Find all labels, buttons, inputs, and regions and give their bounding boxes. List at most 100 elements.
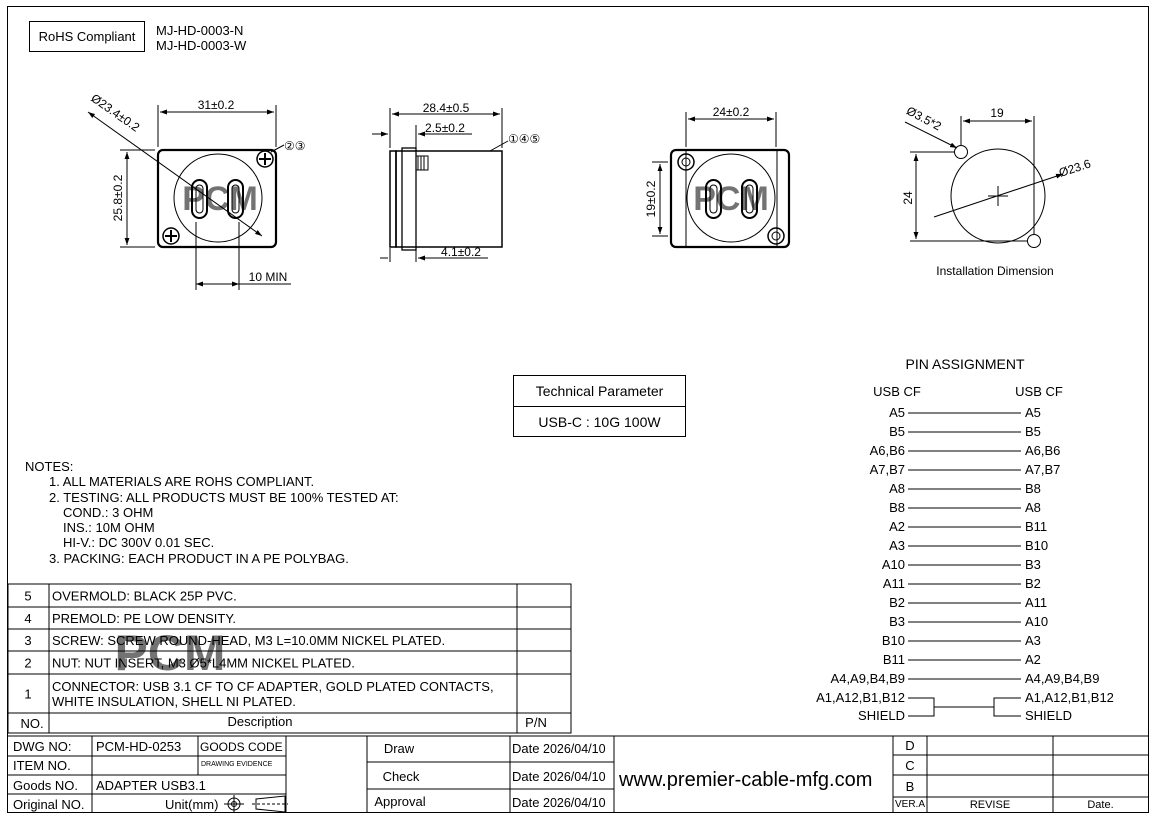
draw-label: Draw — [383, 741, 415, 756]
pin-left-label: A3 — [889, 538, 905, 553]
pin-right-label: B3 — [1025, 557, 1041, 572]
bom-item-description: CONNECTOR: USB 3.1 CF TO CF ADAPTER, GOL… — [52, 679, 494, 709]
bom-item-no: 4 — [24, 611, 31, 626]
bom-header-desc: Description — [227, 714, 292, 729]
bom-table-lines — [7, 583, 572, 734]
note-line: INS.: 10M OHM — [63, 520, 155, 536]
part-number-1: MJ-HD-0003-N — [156, 23, 244, 38]
bom-item-description: SCREW: SCREW ROUND-HEAD, M3 L=10.0MM NIC… — [52, 633, 445, 648]
pin-left-label: A10 — [882, 557, 905, 572]
pin-group-left-2: SHIELD — [858, 708, 905, 723]
note-line: 3. PACKING: EACH PRODUCT IN A PE POLYBAG… — [49, 550, 349, 566]
pin-right-label: A4,A9,B4,B9 — [1025, 671, 1099, 686]
pin-group-shield — [908, 697, 1021, 717]
pin-right-label: A11 — [1025, 595, 1047, 610]
revision-d: D — [905, 738, 915, 753]
goods-no-label: Goods NO. — [13, 778, 79, 793]
ver-label: VER.A — [894, 799, 925, 810]
notes-title: NOTES: — [25, 459, 74, 474]
note-line: HI-V.: DC 300V 0.01 SEC. — [63, 535, 215, 551]
approval-label: Approval — [374, 794, 426, 809]
pin-right-label: B2 — [1025, 576, 1041, 591]
website-link[interactable]: www.premier-cable-mfg.com — [619, 769, 873, 791]
watermark: PCM — [693, 180, 769, 218]
note-line: COND.: 3 OHM — [63, 504, 154, 520]
date-label-approval: Date — [512, 795, 540, 810]
front-height-dim: 25.8±0.2 — [111, 174, 125, 221]
bom-item-description: PREMOLD: PE LOW DENSITY. — [52, 611, 236, 626]
pin-right-label: B11 — [1025, 519, 1047, 534]
pin-assignment-title: PIN ASSIGNMENT — [905, 356, 1024, 372]
watermarks: PCM PCM PCM — [114, 180, 768, 681]
rear-height-dim: 19±0.2 — [644, 180, 658, 217]
watermark: PCM — [114, 625, 225, 681]
note-line: 2. TESTING: ALL PRODUCTS MUST BE 100% TE… — [49, 489, 399, 505]
bom-rows: 5 OVERMOLD: BLACK 25P PVC. 4 PREMOLD: PE LO… — [24, 589, 493, 710]
side-bottom-dim: 4.1±0.2 — [441, 245, 481, 259]
pin-left-label: B11 — [883, 652, 905, 667]
pin-left-label: A11 — [883, 576, 905, 591]
bom-header-pn: P/N — [525, 715, 547, 730]
pin-right-label: A5 — [1025, 405, 1041, 420]
pin-right-label: A6,B6 — [1025, 443, 1060, 458]
side-view — [372, 108, 509, 262]
date-approval: 2026/04/10 — [543, 796, 606, 810]
front-min-dim: 10 MIN — [249, 270, 288, 284]
part-number-2: MJ-HD-0003-W — [156, 38, 247, 53]
rohs-badge: RoHS Compliant — [29, 21, 145, 52]
pin-left-label: B3 — [889, 614, 905, 629]
date-label-draw: Date — [512, 741, 540, 756]
installation-view — [904, 116, 1064, 248]
front-callout: ②③ — [284, 139, 306, 153]
revise-label: REVISE — [969, 799, 1011, 811]
pin-right-header: USB CF — [1015, 384, 1063, 399]
inst-diameter-dim: Ø23.6 — [1057, 156, 1093, 180]
side-callout: ①④⑤ — [508, 132, 540, 146]
technical-parameter-box: Technical Parameter USB-C : 10G 100W — [513, 375, 686, 437]
unit-label: Unit(mm) — [165, 797, 219, 812]
revision-b: B — [905, 779, 915, 794]
bom-item-no: 2 — [24, 656, 31, 671]
pin-right-label: B8 — [1025, 481, 1041, 496]
rear-view — [652, 112, 791, 249]
revision-c: C — [905, 758, 915, 773]
watermark: PCM — [182, 180, 258, 218]
pin-left-label: A7,B7 — [870, 462, 905, 477]
pin-left-label: B10 — [882, 633, 905, 648]
pin-left-label: B5 — [889, 424, 905, 439]
pin-right-label: A7,B7 — [1025, 462, 1060, 477]
pin-right-label: A3 — [1025, 633, 1041, 648]
pin-group-left-1: A1,A12,B1,B12 — [816, 690, 905, 705]
dwg-no-label: DWG NO: — [13, 739, 72, 754]
drawing-evidence-label: DRAWING EVIDENCE — [201, 761, 273, 768]
bom-item-description: OVERMOLD: BLACK 25P PVC. — [52, 589, 237, 604]
date-check: 2026/04/10 — [543, 770, 606, 784]
pin-left-label: B2 — [889, 595, 905, 610]
goods-no-value: ADAPTER USB3.1 — [96, 778, 206, 793]
side-flange-dim: 2.5±0.2 — [425, 121, 465, 135]
technical-parameter-value: USB-C : 10G 100W — [514, 406, 685, 437]
pin-group-right-2: SHIELD — [1025, 708, 1072, 723]
pin-left-label: B8 — [889, 500, 905, 515]
original-no-label: Original NO. — [13, 797, 85, 812]
inst-width-dim: 19 — [990, 106, 1004, 120]
bom-item-no: 5 — [24, 589, 31, 604]
goods-code-label: GOODS CODE — [200, 740, 283, 754]
inst-caption: Installation Dimension — [936, 264, 1053, 278]
pin-left-label: A4,A9,B4,B9 — [831, 671, 905, 686]
side-length-dim: 28.4±0.5 — [423, 101, 470, 115]
notes: NOTES: 1. ALL MATERIALS ARE ROHS COMPLIA… — [25, 459, 399, 566]
pin-left-label: A5 — [889, 405, 905, 420]
date-column-label: Date. — [1087, 799, 1114, 811]
pin-left-label: A6,B6 — [870, 443, 905, 458]
bom-header-no: NO. — [20, 716, 43, 731]
pin-left-header: USB CF — [873, 384, 921, 399]
front-view — [87, 105, 291, 290]
bom-item-description: NUT: NUT INSERT, M3 Ø5*L4MM NICKEL PLATE… — [52, 656, 355, 671]
pin-group-right-1: A1,A12,B1,B12 — [1025, 690, 1114, 705]
pin-right-label: A8 — [1025, 500, 1041, 515]
pin-left-label: A8 — [889, 481, 905, 496]
